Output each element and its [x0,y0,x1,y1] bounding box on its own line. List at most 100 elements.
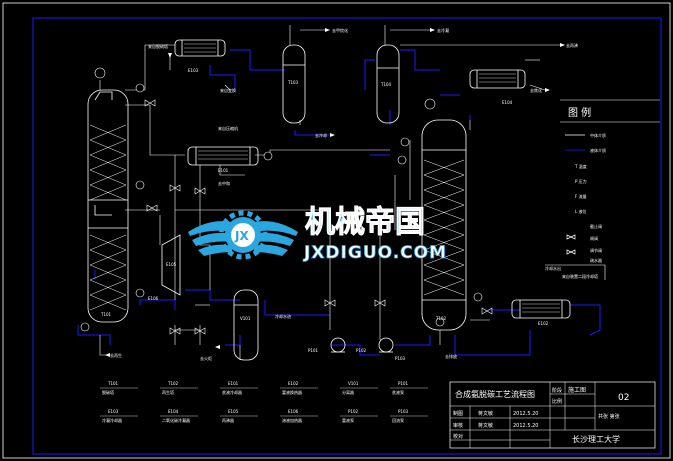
equipment-list-tag: E103 [108,409,119,414]
instrument-bubble [263,151,273,161]
valve [481,307,493,315]
valve [194,187,206,195]
equipment-list-tag: E104 [168,409,179,414]
separator-vessel-1 [282,44,306,124]
instrument-bubble [400,137,410,147]
phase-value: 施工图 [568,386,586,394]
equipment-tag: P102 [356,348,367,353]
equipment-list-name: 贫液冷却器 [222,389,242,395]
equipment-list-name: 脱碳塔 [102,389,114,395]
separator-vessel-2 [376,44,400,124]
valve [146,204,158,212]
exchanger-e104 [469,69,526,89]
equipment-list-tag: E101 [228,381,239,386]
equipment-list-tag: E106 [288,409,299,414]
ratio-label: 比例 [552,398,562,405]
valve [169,184,181,192]
stream-label: 冷却水出 [545,265,561,271]
instruments [80,67,483,332]
legend-item: 闸阀 [590,235,598,241]
equipment-tag: T101 [100,312,112,317]
stream-label: 去再沸 [566,42,578,48]
equipment-tag: V101 [240,316,251,321]
equipment-tag: E103 [188,68,199,73]
title-block: 合成氨脱碳工艺流程图 阶段 施工图 比例 02 共张 第张 制图 蒋文敏 201… [449,381,656,449]
watermark-en: JXDIGUO.COM [303,243,447,263]
instrument-bubble [135,180,145,190]
gear-icon: JX [218,210,268,260]
legend-item: 截止阀 [590,223,602,229]
stream-label: 来自变换 [220,87,236,93]
legend-item: F 流量 [575,193,587,199]
equipment-list-name: 再生塔 [162,389,174,395]
equipment-tag-group: E103 T101 T102 T103 T104 E104 E101 E102 … [100,68,549,361]
legend-title: 图 例 [568,106,591,119]
equipment-list-tag: T101 [107,381,119,386]
valve [324,299,336,307]
regenerator-packing [423,159,465,296]
equipment-tag: E104 [502,100,513,105]
instrument-bubble [94,67,106,79]
stream-label: 去焦化 [530,87,542,93]
flow-arrows [105,28,565,357]
row1-role: 制图 [453,410,463,417]
exchanger-e101 [187,146,259,166]
valve [374,299,386,307]
equipment-tag: E102 [538,321,549,326]
svg-text:JX: JX [234,229,249,243]
equipment-list-name: 富液换热器 [282,389,302,395]
equipment-list-name: 再沸器 [222,417,234,423]
instrument-bubble [473,292,483,302]
legend-item: L 液位 [575,208,587,214]
inner-frame [32,17,662,455]
drawing-title: 合成氨脱碳工艺流程图 [455,389,535,399]
legend-item: T 温度 [574,163,587,169]
legend-item: 中体介质 [590,132,606,138]
equipment-list-tag: T102 [167,381,179,386]
equipment-list: T101脱碳塔T102再生塔E101贫液冷却器E102富液换热器V101分离器P… [100,381,428,423]
equipment-list-name: 贫液泵 [392,389,404,395]
instrument-bubble [135,83,145,93]
equipment-list-name: 溶液加热器 [282,417,302,423]
equipment-list-name: 分离器 [342,389,354,395]
instrument-bubble [424,98,436,110]
legend-note: 来自装置二段冷却塔 [562,273,598,279]
row1-name: 蒋文敏 [478,410,493,417]
stream-label: 来自脱硫塔 [148,43,168,49]
stream-label: 去排放 [445,353,457,359]
legend-item: 疏水器 [590,257,602,263]
phase-label: 阶段 [552,387,562,394]
equipment-list-name: 二氧化碳冷凝器 [162,417,190,423]
valves [144,99,493,335]
row2-name: 蒋文敏 [478,422,493,429]
watermark-cn: 机械帝国 [305,205,425,240]
instrument-bubble [80,322,90,332]
stream-label-group: 去甲烷化 去冷凝 去再沸 来自脱硫塔 来自变换 去冷却 去焦化 来自压缩机 去中… [110,27,578,361]
valve [169,327,181,335]
equipment-list-tag: E105 [228,409,239,414]
legend-item: P 压力 [575,178,587,184]
reboiler-e105 [161,234,181,296]
row2-role: 审核 [453,422,463,429]
equipment-tag: E105 [166,262,177,267]
equipment-list-name: 富液泵 [342,417,354,423]
equipment-tag: E101 [218,168,229,173]
equipment-list-tag: P102 [348,409,359,414]
stream-label: 去甲烷化 [332,27,348,33]
pipe-lines [77,49,601,356]
instrument-bubble [435,317,445,327]
valve [144,99,156,107]
equipment [87,39,571,361]
pump-p102 [378,337,394,353]
stream-label: 去冷凝 [437,27,449,33]
row1-date: 2012.5.20 [513,411,538,417]
equipment-tag: T103 [287,80,299,85]
equipment-list-name: 回流泵 [392,417,404,423]
stream-label: 去中和 [218,180,230,186]
absorber-tower [87,89,129,323]
instrument-bubble [397,155,407,165]
instrument-bubble [135,288,145,298]
